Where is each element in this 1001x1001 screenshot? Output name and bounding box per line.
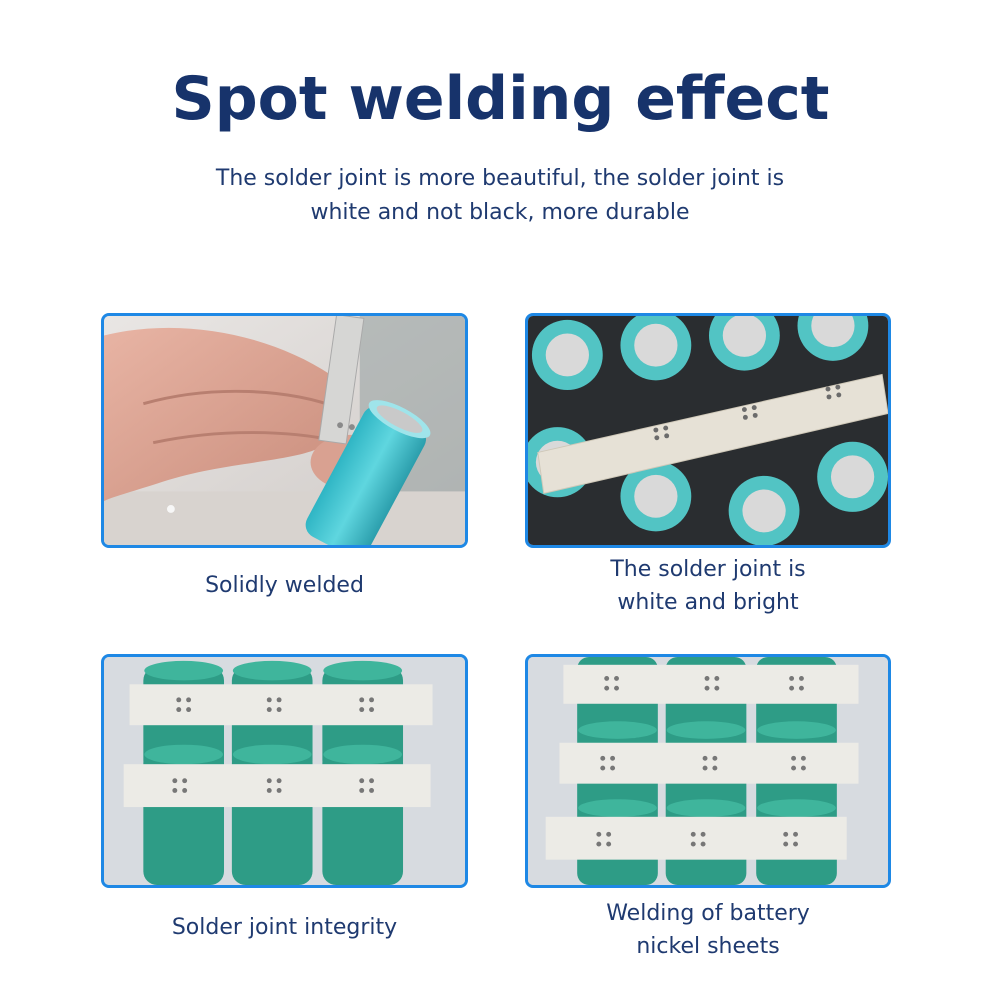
caption-line: Solder joint integrity xyxy=(171,915,398,940)
hand-holding-battery-illustration xyxy=(104,316,465,545)
caption-nickel-sheet-welding: Welding of battery nickel sheets xyxy=(525,897,891,963)
caption-line: white and bright xyxy=(617,590,799,615)
photo-white-bright-joint xyxy=(525,313,891,548)
battery-pack-holder-illustration xyxy=(528,316,888,545)
caption-line: nickel sheets xyxy=(636,934,780,959)
page-title: Spot welding effect xyxy=(171,64,830,134)
subtitle-line-1: The solder joint is more beautiful, the … xyxy=(215,166,785,191)
photo-joint-integrity xyxy=(101,654,468,888)
nickel-sheet-strips-illustration xyxy=(528,657,888,885)
caption-white-bright-joint: The solder joint is white and bright xyxy=(525,553,891,619)
cell-rows-with-strips-illustration xyxy=(104,657,465,885)
page-subtitle: The solder joint is more beautiful, the … xyxy=(180,162,820,230)
caption-joint-integrity: Solder joint integrity xyxy=(101,911,468,944)
subtitle-line-2: white and not black, more durable xyxy=(310,200,690,225)
caption-solidly-welded: Solidly welded xyxy=(101,569,468,602)
caption-line: The solder joint is xyxy=(610,557,806,582)
photo-solidly-welded xyxy=(101,313,468,548)
caption-line: Welding of battery xyxy=(606,901,810,926)
photo-nickel-sheet-welding xyxy=(525,654,891,888)
caption-line: Solidly welded xyxy=(205,573,364,598)
